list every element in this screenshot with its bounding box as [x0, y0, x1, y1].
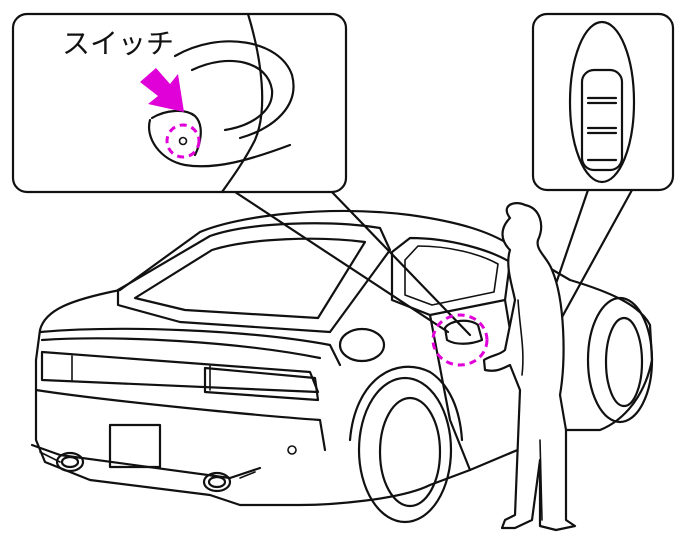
exhaust-left: [55, 451, 85, 473]
person-silhouette: [482, 201, 577, 532]
car-body-outline: [34, 209, 654, 507]
switch-highlight-circle: [165, 123, 201, 159]
door-handle-highlight-circle: [431, 313, 489, 367]
arrow-down-right-icon: [140, 68, 184, 112]
key-fob-icon: [568, 20, 636, 184]
license-plate: [108, 423, 162, 469]
exhaust-right: [202, 471, 232, 493]
fuel-door: [338, 327, 386, 363]
tail-light-bar: [40, 350, 320, 394]
sports-car: [30, 209, 654, 524]
switch-button: [178, 136, 188, 146]
person: [482, 201, 577, 532]
switch-label: スイッチ: [62, 27, 174, 60]
rear-window-frame: [116, 222, 392, 334]
rear-window-glass: [133, 237, 367, 320]
key-fob-callout: [531, 12, 675, 350]
rear-wheel: [357, 376, 453, 524]
switch-callout: スイッチ: [11, 12, 472, 337]
door-handle-detail: [147, 12, 295, 194]
door-handle: [443, 319, 484, 345]
